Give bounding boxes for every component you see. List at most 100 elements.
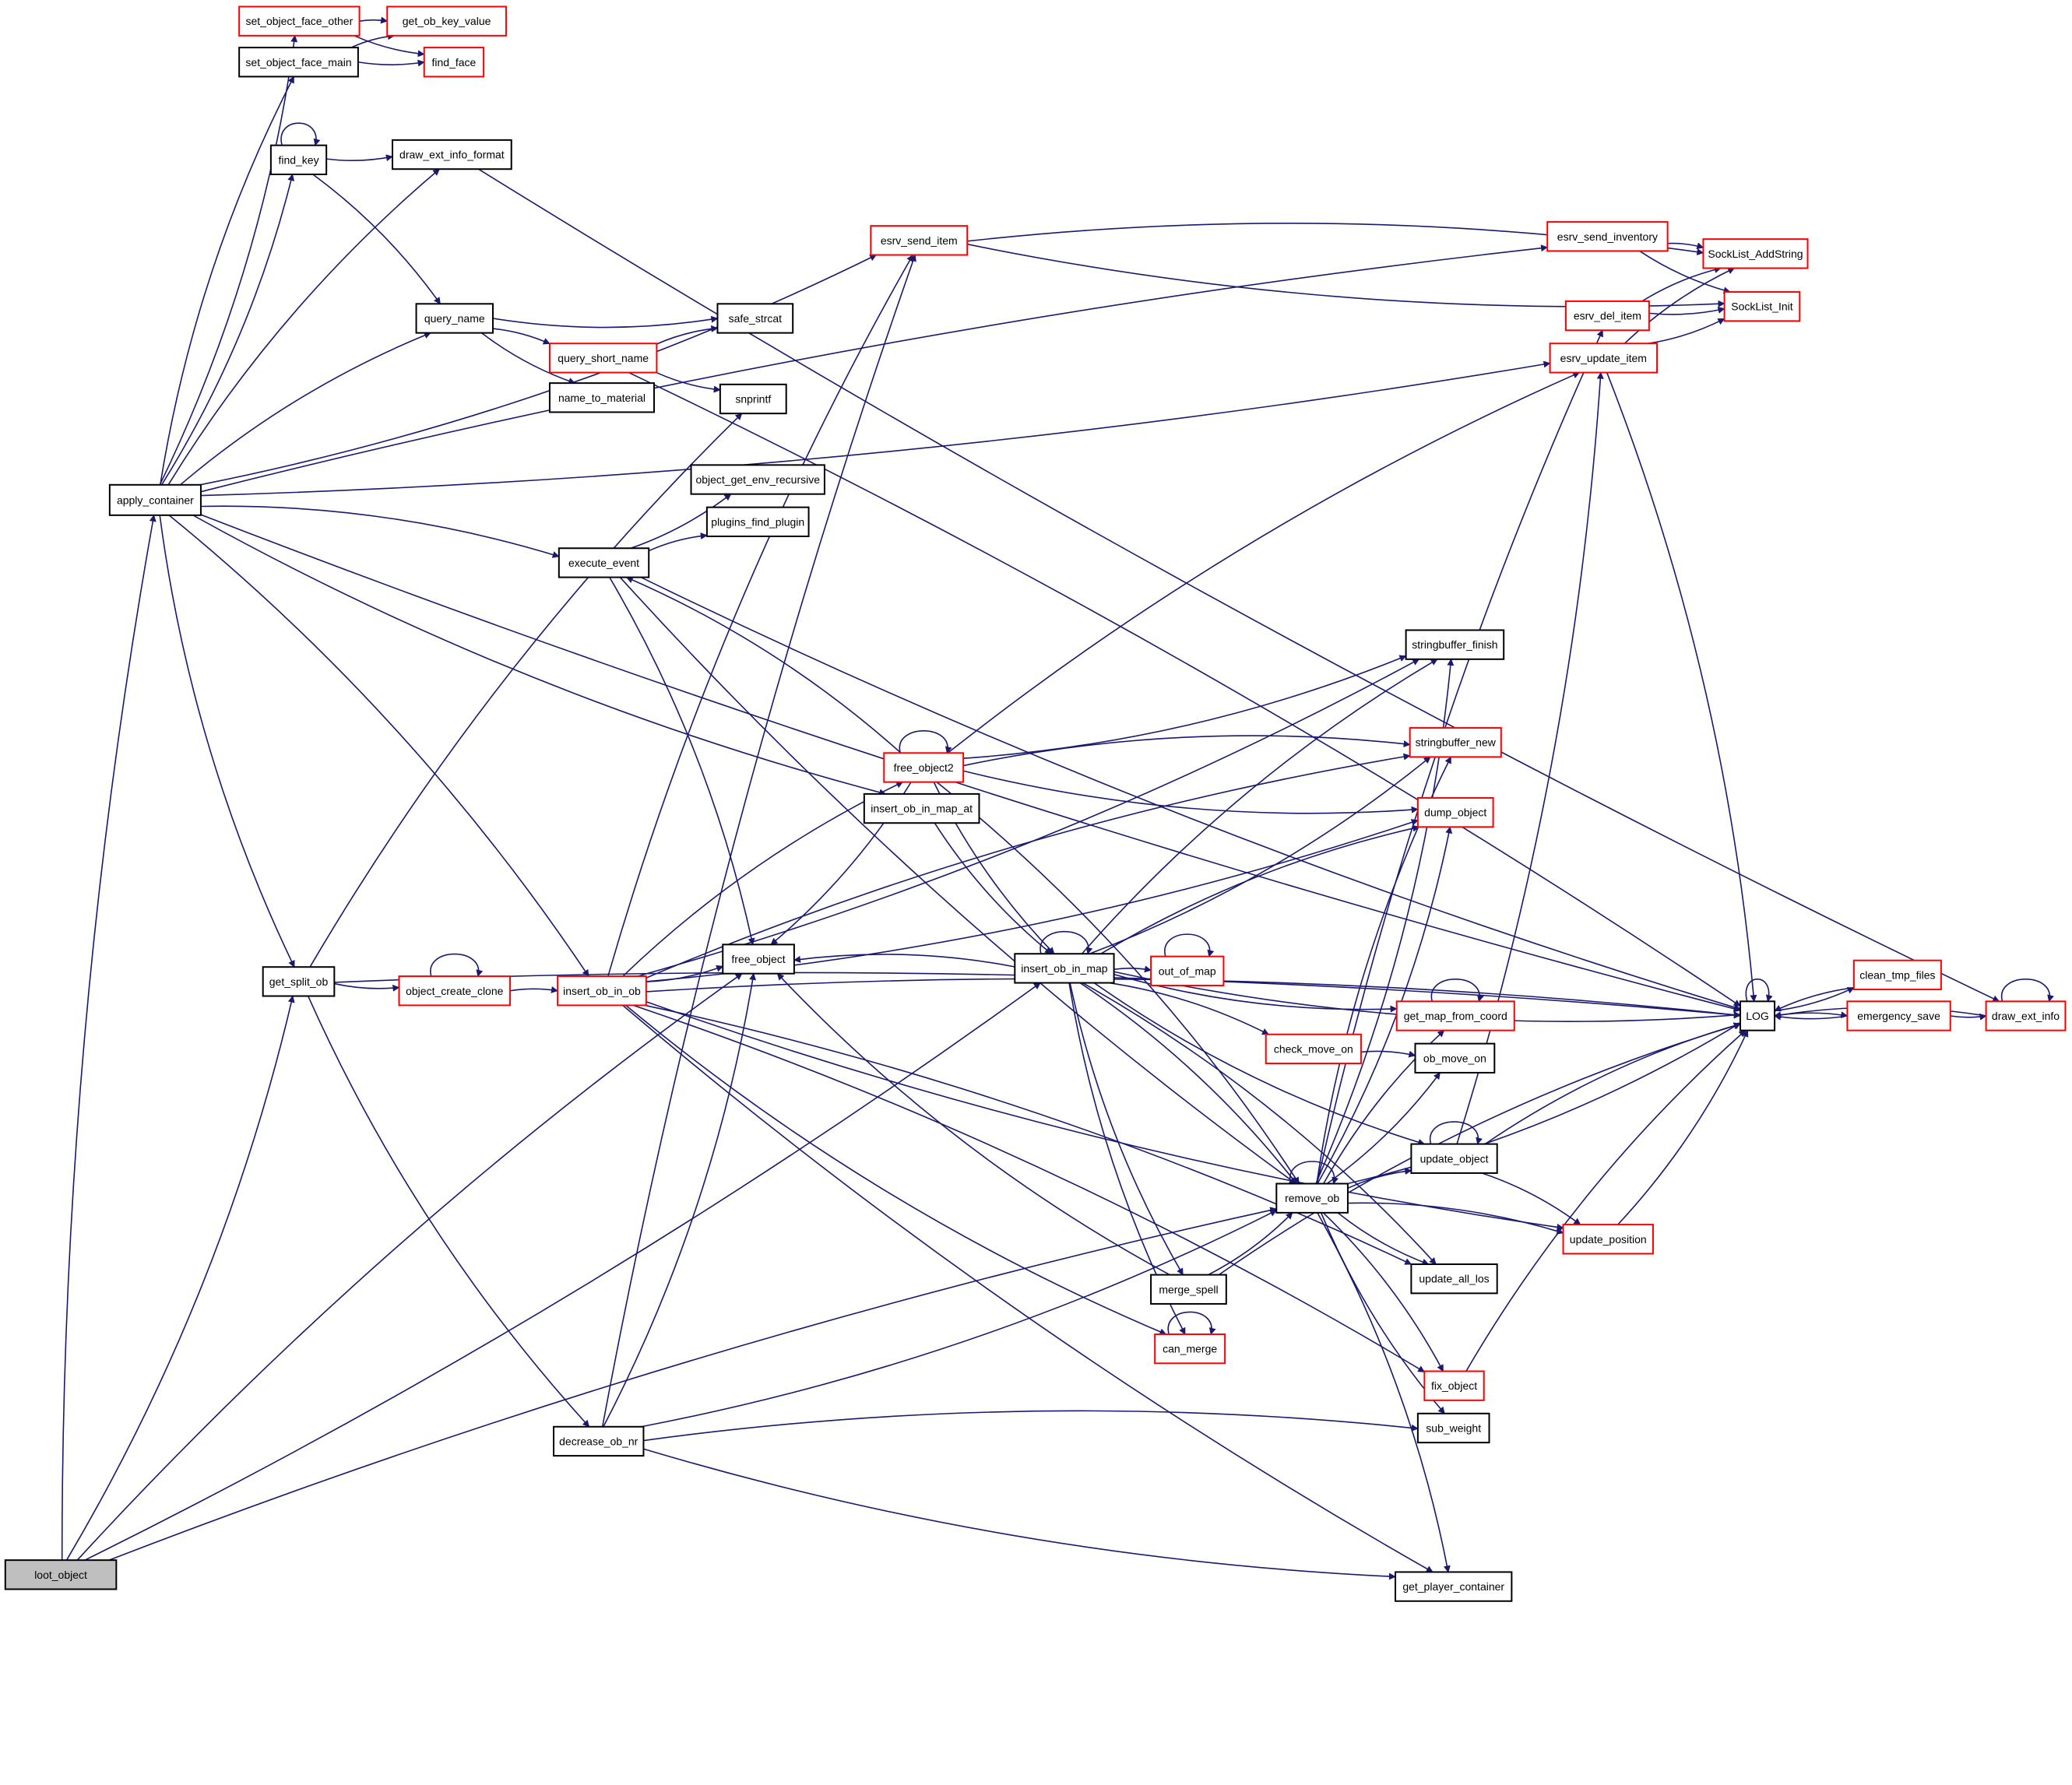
node-label: get_ob_key_value xyxy=(403,15,491,27)
node-name_to_material[interactable]: name_to_material xyxy=(548,382,656,413)
edge-free_object2-to-execute_event xyxy=(625,576,902,754)
node-box xyxy=(548,382,656,413)
node-object_create_clone[interactable]: object_create_clone xyxy=(398,975,512,1007)
node-can_merge[interactable]: can_merge xyxy=(1154,1333,1226,1365)
node-label: update_position xyxy=(1570,1233,1647,1246)
node-label: ob_move_on xyxy=(1423,1052,1486,1064)
edge-find_key-to-draw_ext_info_format xyxy=(326,154,393,162)
node-insert_ob_in_map[interactable]: insert_ob_in_map xyxy=(1014,953,1115,984)
node-apply_container[interactable]: apply_container xyxy=(108,483,202,516)
node-dump_object[interactable]: dump_object xyxy=(1416,796,1494,828)
node-stringbuffer_new[interactable]: stringbuffer_new xyxy=(1409,727,1502,758)
node-box xyxy=(553,1425,645,1457)
node-box xyxy=(1416,1412,1490,1444)
node-label: update_object xyxy=(1420,1152,1489,1165)
edge-insert_ob_in_ob-to-update_all_los xyxy=(645,1004,1412,1265)
node-query_name[interactable]: query_name xyxy=(415,303,494,334)
node-find_face[interactable]: find_face xyxy=(423,47,485,78)
edge-esrv_del_item-to-SockList_AddString xyxy=(1641,266,1722,302)
node-box xyxy=(705,506,810,537)
node-SockList_AddString[interactable]: SockList_AddString xyxy=(1702,238,1809,269)
node-label: draw_ext_info_format xyxy=(399,149,505,161)
node-loot_object[interactable]: loot_object xyxy=(4,1559,118,1590)
node-label: plugins_find_plugin xyxy=(711,515,804,528)
edge-query_short_name-to-safe_strcat xyxy=(656,325,719,345)
node-find_key[interactable]: find_key xyxy=(269,144,328,176)
node-box xyxy=(558,547,650,578)
edge-apply_container-to-esrv_send_inventory xyxy=(200,244,1549,493)
edge-remove_ob-to-update_all_los xyxy=(1337,1212,1430,1266)
node-LOG[interactable]: LOG xyxy=(1739,1000,1776,1031)
node-box xyxy=(1739,1000,1776,1031)
node-esrv_send_inventory[interactable]: esrv_send_inventory xyxy=(1546,221,1669,252)
node-esrv_del_item[interactable]: esrv_del_item xyxy=(1564,300,1650,332)
node-check_move_on[interactable]: check_move_on xyxy=(1265,1033,1362,1065)
node-object_get_env_recursive[interactable]: object_get_env_recursive xyxy=(690,464,825,495)
node-label: esrv_update_item xyxy=(1560,352,1647,364)
node-get_split_ob[interactable]: get_split_ob xyxy=(262,966,336,997)
node-box xyxy=(870,225,969,256)
node-label: snprintf xyxy=(735,392,771,405)
node-box xyxy=(863,792,980,824)
node-draw_ext_info[interactable]: draw_ext_info xyxy=(1985,1000,2067,1031)
node-label: apply_container xyxy=(117,494,194,506)
node-esrv_update_item[interactable]: esrv_update_item xyxy=(1549,343,1659,374)
node-draw_ext_info_format[interactable]: draw_ext_info_format xyxy=(392,139,512,170)
edge-set_object_face_main-to-find_face xyxy=(357,59,425,67)
edge-remove_ob-to-fix_object xyxy=(1322,1212,1444,1372)
node-update_position[interactable]: update_position xyxy=(1562,1224,1654,1255)
edge-esrv_update_item-to-SockList_AddString xyxy=(1623,267,1736,344)
node-update_object[interactable]: update_object xyxy=(1410,1143,1498,1174)
node-box xyxy=(1546,221,1669,252)
edge-execute_event-to-remove_ob xyxy=(619,577,1297,1185)
node-sub_weight[interactable]: sub_weight xyxy=(1416,1412,1490,1444)
node-box xyxy=(238,5,361,37)
node-label: esrv_send_inventory xyxy=(1557,230,1658,243)
node-free_object[interactable]: free_object xyxy=(722,943,795,975)
node-decrease_ob_nr[interactable]: decrease_ob_nr xyxy=(553,1425,645,1457)
node-SockList_Init[interactable]: SockList_Init xyxy=(1723,291,1801,322)
node-esrv_send_item[interactable]: esrv_send_item xyxy=(870,225,969,256)
node-label: clean_tmp_files xyxy=(1859,968,1935,981)
node-box xyxy=(1395,1571,1513,1602)
node-set_object_face_main[interactable]: set_object_face_main xyxy=(238,47,359,78)
node-box xyxy=(1154,1333,1226,1365)
node-box xyxy=(1410,1143,1498,1174)
node-get_ob_key_value[interactable]: get_ob_key_value xyxy=(386,5,507,37)
edge-apply_container-to-insert_ob_in_map_at xyxy=(192,515,887,796)
node-safe_strcat[interactable]: safe_strcat xyxy=(716,303,794,334)
node-box xyxy=(238,47,359,78)
node-execute_event[interactable]: execute_event xyxy=(558,547,650,578)
node-label: LOG xyxy=(1746,1010,1769,1022)
node-query_short_name[interactable]: query_short_name xyxy=(548,343,658,374)
node-stringbuffer_finish[interactable]: stringbuffer_finish xyxy=(1405,629,1505,660)
node-box xyxy=(1150,955,1225,986)
node-out_of_map[interactable]: out_of_map xyxy=(1150,955,1225,986)
node-label: stringbuffer_new xyxy=(1416,736,1497,749)
node-get_map_from_coord[interactable]: get_map_from_coord xyxy=(1395,1000,1515,1031)
edge-object_create_clone-to-object_create_clone xyxy=(430,953,484,977)
node-free_object2[interactable]: free_object2 xyxy=(883,752,965,783)
edge-free_object2-to-esrv_update_item xyxy=(947,371,1581,754)
node-label: remove_ob xyxy=(1285,1192,1339,1204)
node-box xyxy=(1395,1000,1515,1031)
node-label: update_all_los xyxy=(1419,1273,1489,1285)
node-insert_ob_in_ob[interactable]: insert_ob_in_ob xyxy=(557,975,647,1007)
node-merge_spell[interactable]: merge_spell xyxy=(1150,1274,1227,1305)
node-clean_tmp_files[interactable]: clean_tmp_files xyxy=(1852,959,1942,991)
node-plugins_find_plugin[interactable]: plugins_find_plugin xyxy=(705,506,810,537)
node-snprintf[interactable]: snprintf xyxy=(719,383,787,415)
node-emergency_save[interactable]: emergency_save xyxy=(1846,1000,1951,1031)
node-box xyxy=(108,483,202,516)
node-fix_object[interactable]: fix_object xyxy=(1423,1370,1485,1401)
node-remove_ob[interactable]: remove_ob xyxy=(1275,1182,1349,1214)
node-label: draw_ext_info xyxy=(1992,1010,2060,1022)
node-ob_move_on[interactable]: ob_move_on xyxy=(1414,1042,1496,1073)
node-set_object_face_other[interactable]: set_object_face_other xyxy=(238,5,361,37)
node-box xyxy=(4,1559,118,1590)
edge-loot_object-to-insert_ob_in_map xyxy=(84,982,1041,1561)
node-insert_ob_in_map_at[interactable]: insert_ob_in_map_at xyxy=(863,792,980,824)
node-label: get_player_container xyxy=(1402,1580,1504,1593)
node-update_all_los[interactable]: update_all_los xyxy=(1410,1263,1498,1295)
node-get_player_container[interactable]: get_player_container xyxy=(1395,1571,1513,1602)
